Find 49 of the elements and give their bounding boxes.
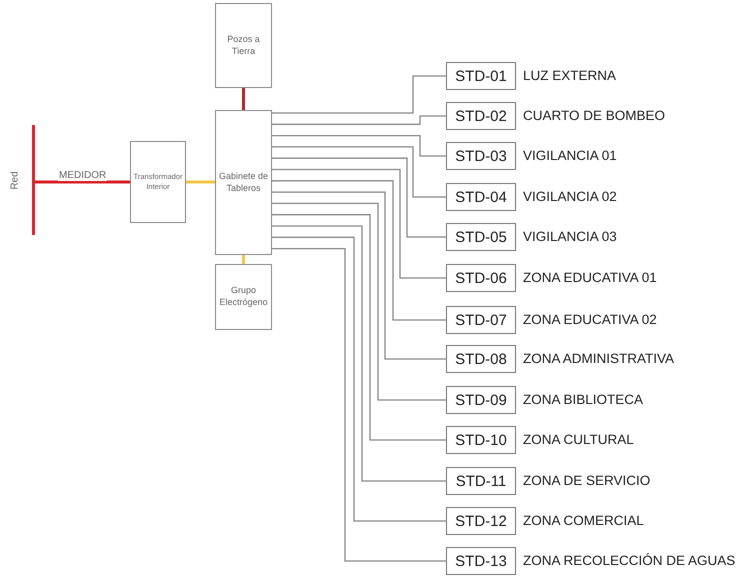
wire-connector xyxy=(272,115,446,125)
subpanel-box: STD-04 xyxy=(446,183,516,211)
subpanel-box: STD-02 xyxy=(446,102,516,130)
zone-label: VIGILANCIA 02 xyxy=(523,189,617,204)
subpanel-box: STD-01 xyxy=(446,62,516,90)
wire-connector xyxy=(272,248,446,562)
edge-label: MEDIDOR xyxy=(58,170,108,181)
zone-label: ZONA EDUCATIVA 01 xyxy=(523,270,657,285)
power-line-bar xyxy=(32,125,35,235)
zone-label: VIGILANCIA 03 xyxy=(523,229,617,244)
wire-connector xyxy=(272,75,446,114)
subpanel-box: STD-11 xyxy=(446,467,516,495)
zone-label: ZONA CULTURAL xyxy=(523,432,634,447)
equipment-box: Pozos a Tierra xyxy=(215,3,272,88)
wire-connector xyxy=(272,168,446,279)
subpanel-box: STD-08 xyxy=(446,345,516,373)
zone-label: ZONA DE SERVICIO xyxy=(523,473,650,488)
subpanel-box: STD-12 xyxy=(446,507,516,535)
wire-connector xyxy=(186,180,215,184)
subpanel-box: STD-09 xyxy=(446,386,516,414)
subpanel-box: STD-03 xyxy=(446,142,516,170)
zone-label: ZONA ADMINISTRATIVA xyxy=(523,351,674,366)
wire-connector xyxy=(272,191,446,360)
wire-connector xyxy=(272,236,446,522)
subpanel-box: STD-05 xyxy=(446,223,516,251)
wire-connector xyxy=(35,180,130,184)
subpanel-box: STD-13 xyxy=(446,547,516,575)
subpanel-box: STD-10 xyxy=(446,426,516,454)
wire-connector xyxy=(272,202,446,401)
wire-connector xyxy=(242,88,245,110)
zone-label: ZONA COMERCIAL xyxy=(523,513,644,528)
wire-connector xyxy=(272,180,446,321)
subpanel-box: STD-07 xyxy=(446,306,516,334)
wire-connector xyxy=(272,225,446,482)
wire-connector xyxy=(242,255,245,264)
zone-label: ZONA RECOLECCIÓN DE AGUAS xyxy=(523,553,736,568)
wire-connector xyxy=(272,146,446,198)
equipment-box: Gabinete de Tableros xyxy=(215,110,272,255)
subpanel-box: STD-06 xyxy=(446,264,516,292)
zone-label: VIGILANCIA 01 xyxy=(523,148,617,163)
zone-label: CUARTO DE BOMBEO xyxy=(523,108,666,123)
equipment-box: Grupo Electrógeno xyxy=(215,264,272,330)
zone-label: ZONA EDUCATIVA 02 xyxy=(523,312,657,327)
zone-label: LUZ EXTERNA xyxy=(523,68,616,83)
wire-connector xyxy=(272,134,446,157)
zone-label: ZONA BIBLIOTECA xyxy=(523,392,644,407)
network-label: Red xyxy=(9,170,20,190)
wire-connector xyxy=(272,214,446,441)
wire-connector xyxy=(272,158,446,238)
